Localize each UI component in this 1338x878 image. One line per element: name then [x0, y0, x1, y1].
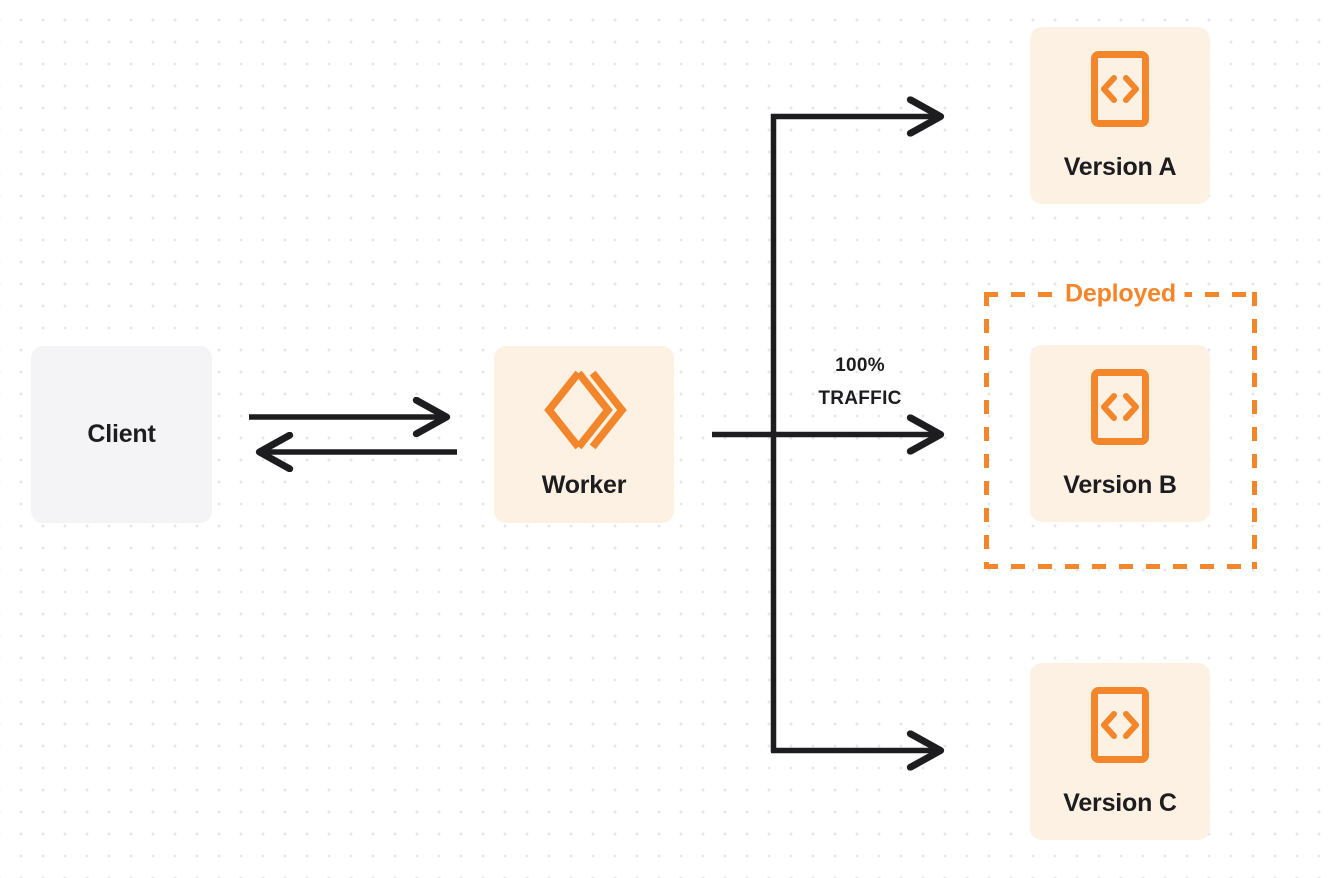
- node-worker[interactable]: Worker: [494, 346, 674, 523]
- node-version-c-label: Version C: [1063, 788, 1177, 817]
- node-worker-label: Worker: [541, 470, 627, 499]
- code-document-icon: [1090, 50, 1150, 133]
- traffic-label: 100% TRAFFIC: [790, 350, 930, 415]
- node-version-b[interactable]: Version B: [1030, 345, 1210, 522]
- deployed-border-top-left: [984, 292, 1052, 297]
- traffic-word: TRAFFIC: [818, 387, 902, 409]
- code-document-icon: [1090, 368, 1150, 451]
- node-client-label: Client: [87, 420, 156, 448]
- code-document-icon: [1090, 686, 1150, 769]
- node-version-b-label: Version B: [1063, 470, 1177, 499]
- deployed-border-bottom: [984, 564, 1257, 569]
- node-version-a[interactable]: Version A: [1030, 27, 1210, 204]
- node-client[interactable]: Client: [31, 346, 212, 523]
- deployed-group: Deployed: [984, 279, 1257, 569]
- traffic-percent: 100%: [835, 355, 885, 376]
- deployed-border-left: [984, 292, 989, 569]
- node-version-a-label: Version A: [1063, 152, 1177, 181]
- deployed-border-right: [1252, 292, 1257, 569]
- deployed-group-label: Deployed: [1056, 279, 1185, 309]
- node-version-c[interactable]: Version C: [1030, 663, 1210, 840]
- deployed-border-top-right: [1178, 292, 1257, 297]
- cloudflare-workers-logo-icon: [541, 370, 627, 455]
